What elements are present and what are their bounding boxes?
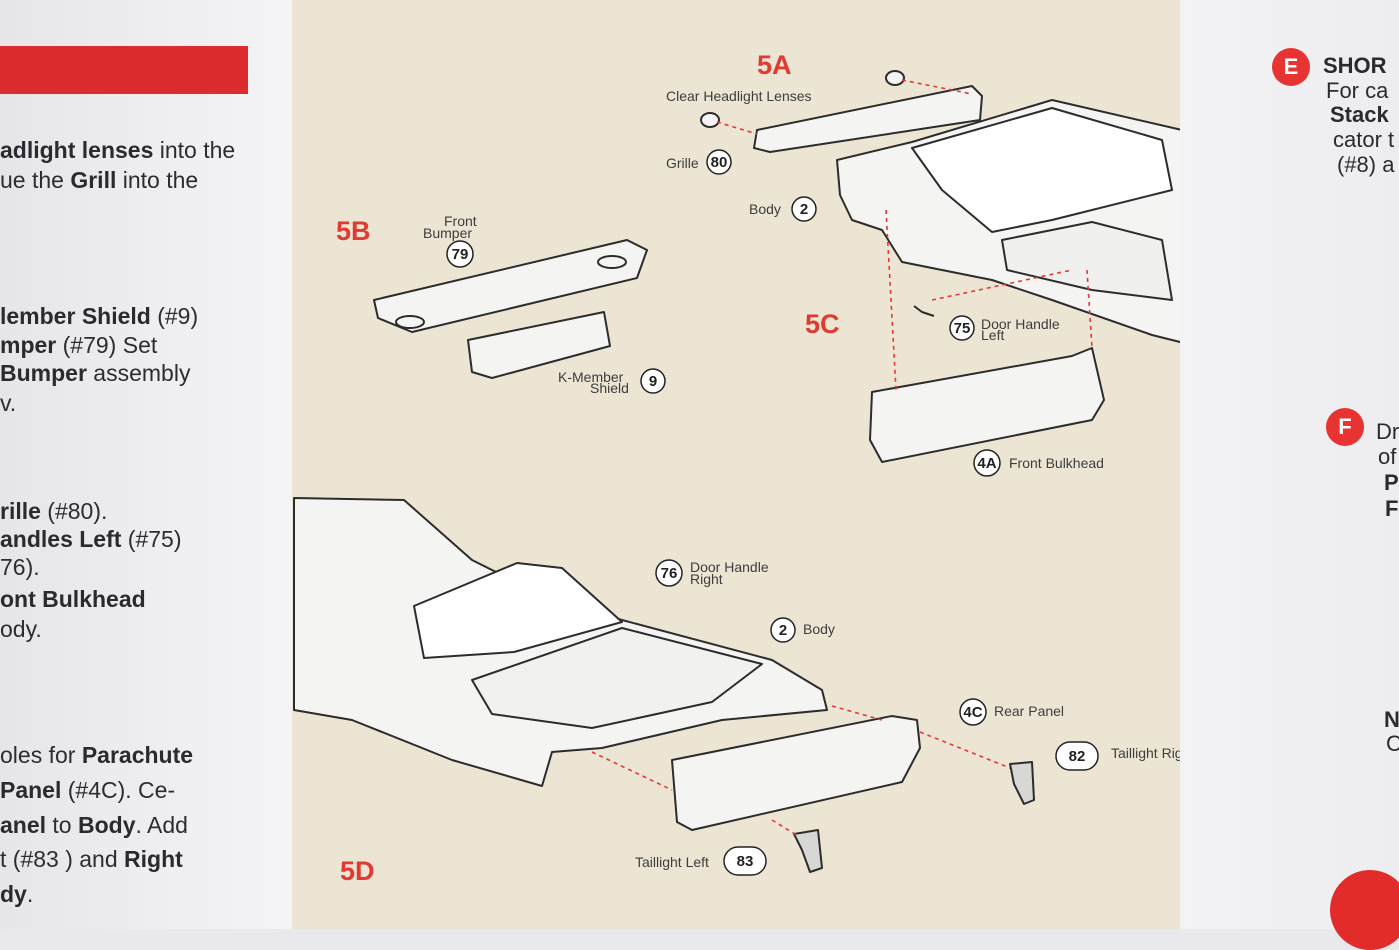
door-handle-right-label-line1: Door Handle bbox=[690, 559, 769, 575]
taillight-right-part-number: 82 bbox=[1069, 748, 1086, 765]
instruction-line: Bumper assembly bbox=[0, 360, 191, 386]
door-handle-right-part-number: 76 bbox=[661, 565, 678, 582]
part-number-bubble bbox=[791, 196, 817, 222]
part-number-bubble bbox=[973, 449, 1001, 477]
rear-panel-part bbox=[671, 715, 921, 831]
taillight-right-part bbox=[1009, 761, 1035, 805]
right-instruction-page: E SHOR For ca Stack cator t (#8) a F Dr … bbox=[1180, 0, 1399, 950]
part-number-bubble bbox=[959, 698, 987, 726]
grille-label: Grille bbox=[666, 155, 699, 171]
instruction-line: 76). bbox=[0, 554, 40, 580]
instruction-line: ue the Grill into the bbox=[0, 167, 199, 193]
taillight-right-label: Taillight Right bbox=[1111, 745, 1194, 761]
body-door-panel bbox=[1001, 221, 1173, 301]
part-number-bubble bbox=[655, 559, 683, 587]
grille-part-number: 80 bbox=[711, 154, 728, 171]
door-handle-left-part bbox=[913, 305, 935, 317]
instruction-line: Panel (#4C). Ce- bbox=[0, 777, 176, 803]
body-label-bottom: Body bbox=[803, 621, 835, 637]
step-e-line: (#8) a bbox=[1337, 152, 1395, 177]
step-f-badge: F bbox=[1326, 408, 1364, 446]
assembly-diagram-panel: 5A 5B 5C 5D Clear Headlight Lenses Grill… bbox=[292, 0, 1280, 929]
clear-headlight-lenses-label: Clear Headlight Lenses bbox=[666, 88, 812, 104]
step-e-badge: E bbox=[1272, 48, 1310, 86]
rear-window bbox=[413, 562, 623, 659]
step-5b-label: 5B bbox=[336, 216, 371, 246]
body-part-number-bottom: 2 bbox=[779, 622, 787, 639]
part-number-bubble bbox=[640, 368, 666, 394]
kmember-shield-part bbox=[467, 311, 611, 379]
door-handle-left-label-line2: Left bbox=[981, 327, 1004, 343]
assembly-diagram: 5A 5B 5C 5D Clear Headlight Lenses Grill… bbox=[293, 50, 1203, 886]
front-bumper-part-number: 79 bbox=[452, 246, 469, 263]
headlight-lens-right bbox=[885, 70, 905, 86]
step-5d-label: 5D bbox=[340, 856, 375, 886]
instruction-line: mper (#79) Set bbox=[0, 332, 158, 358]
front-bulkhead-label: Front Bulkhead bbox=[1009, 455, 1104, 471]
step-5c-label: 5C bbox=[805, 309, 840, 339]
kmember-label-line2: Shield bbox=[590, 380, 629, 396]
step-5a-label: 5A bbox=[757, 50, 792, 80]
step-e-title: SHOR bbox=[1323, 53, 1387, 78]
step-f-line: Dr bbox=[1376, 419, 1399, 444]
bumper-light-right bbox=[597, 255, 627, 269]
instruction-line: ont Bulkhead bbox=[0, 586, 146, 612]
door-handle-left-part-number: 75 bbox=[954, 320, 971, 337]
step-f-line: F bbox=[1385, 496, 1399, 521]
instruction-line: andles Left (#75) bbox=[0, 526, 182, 552]
instruction-line: dy. bbox=[0, 881, 34, 907]
instruction-line: rille (#80). bbox=[0, 498, 108, 524]
step-e-line: cator t bbox=[1333, 127, 1395, 152]
instruction-line: adlight lenses into the bbox=[0, 137, 236, 163]
step-e-line: For ca bbox=[1326, 78, 1389, 103]
part-number-bubble bbox=[1055, 741, 1099, 771]
door-handle-left-label-line1: Door Handle bbox=[981, 316, 1060, 332]
part-number-bubble bbox=[723, 846, 767, 876]
front-bumper-label-line1: Front bbox=[444, 213, 477, 229]
body-label-top: Body bbox=[749, 201, 781, 217]
door-handle-right-label-line2: Right bbox=[690, 571, 723, 587]
instruction-line: t (#83 ) and Right bbox=[0, 846, 183, 872]
step-f-line: C bbox=[1386, 731, 1399, 756]
front-bumper-part bbox=[373, 239, 648, 333]
instruction-line: lember Shield (#9) bbox=[0, 303, 199, 329]
kmember-part-number: 9 bbox=[649, 373, 657, 390]
kmember-label-line1: K-Member bbox=[558, 369, 624, 385]
instruction-line: oles for Parachute bbox=[0, 742, 194, 768]
taillight-left-part-number: 83 bbox=[737, 853, 754, 870]
taillight-left-part bbox=[793, 829, 823, 873]
step-f-line: P bbox=[1384, 470, 1399, 495]
logo-mark bbox=[1330, 870, 1399, 950]
front-bulkhead-part bbox=[869, 347, 1105, 463]
taillight-left-label: Taillight Left bbox=[635, 854, 709, 870]
left-instruction-page: adlight lenses into the ue the Grill int… bbox=[0, 0, 292, 929]
body-rear-part bbox=[293, 497, 828, 787]
step-f-line: of bbox=[1378, 444, 1397, 469]
rear-panel-part-number: 4C bbox=[963, 704, 982, 721]
trunk-lid bbox=[471, 627, 763, 729]
front-bumper-label-line2: Bumper bbox=[423, 225, 472, 241]
section-header-bar bbox=[0, 46, 248, 94]
grille-part bbox=[753, 85, 983, 153]
instruction-line: v. bbox=[0, 390, 17, 416]
step-f-line: N bbox=[1384, 707, 1399, 732]
part-number-bubble bbox=[770, 617, 796, 643]
body-engine-bay bbox=[911, 107, 1173, 233]
part-number-bubble bbox=[706, 149, 732, 175]
headlight-lens-left bbox=[700, 112, 720, 128]
assembly-guide-lines bbox=[591, 79, 1093, 837]
body-part-number-top: 2 bbox=[800, 201, 808, 218]
instruction-line: anel to Body. Add bbox=[0, 812, 188, 838]
step-e-line: Stack bbox=[1330, 102, 1389, 127]
part-number-bubble bbox=[446, 240, 474, 268]
rear-panel-label: Rear Panel bbox=[994, 703, 1064, 719]
bumper-light-left bbox=[395, 315, 425, 329]
instruction-line: ody. bbox=[0, 616, 42, 642]
part-number-bubble bbox=[949, 315, 975, 341]
front-bulkhead-part-number: 4A bbox=[977, 455, 996, 472]
